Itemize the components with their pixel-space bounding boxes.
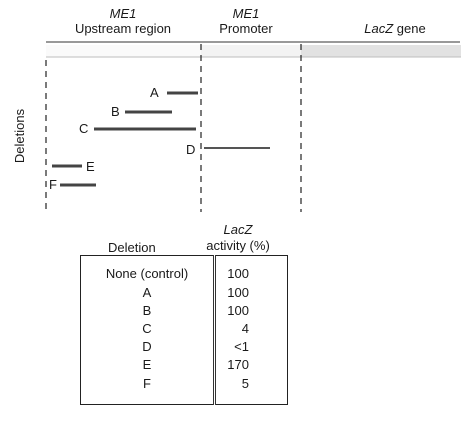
promoter-segment — [201, 45, 301, 57]
upstream-gene-label: ME1 — [109, 6, 137, 21]
deletion-cell: B — [80, 301, 216, 320]
lacz-gene-label: gene — [396, 21, 426, 36]
deletion-label-f: F — [49, 177, 57, 192]
deletion-label-a: A — [150, 85, 159, 100]
table-row: C 4 — [80, 319, 288, 338]
table-header-activity: LacZ activity (%) — [200, 222, 276, 254]
table-header-deletion: Deletion — [108, 240, 156, 255]
promoter-label: Promoter — [219, 21, 273, 36]
table-header-lacz: LacZ — [223, 222, 253, 237]
upstream-region-header: ME1 Upstream region — [48, 6, 198, 36]
deletion-label-b: B — [111, 104, 120, 119]
activity-cell: 100 — [227, 285, 249, 301]
deletion-cell: E — [80, 355, 216, 374]
table-row: F 5 — [80, 373, 288, 405]
deletion-label-e: E — [86, 159, 95, 174]
table-header-activity-pct: activity (%) — [206, 238, 270, 253]
activity-cell: 100 — [227, 266, 249, 282]
lacz-gene-header: LacZ gene — [330, 21, 460, 36]
promoter-gene-label: ME1 — [232, 6, 260, 21]
table-row: A 100 — [80, 283, 288, 302]
deletion-cell: A — [80, 283, 216, 302]
activity-cell: 100 — [227, 303, 249, 319]
table-row: None (control) 100 — [80, 255, 288, 284]
lacz-activity-table: None (control) 100 A 100 B 100 C 4 D <1 … — [80, 255, 288, 405]
deletion-cell: F — [80, 373, 216, 405]
lacz-gene-name: LacZ — [364, 21, 394, 36]
table-row: D <1 — [80, 337, 288, 356]
lacz-segment — [301, 45, 461, 57]
deletion-cell: None (control) — [80, 255, 216, 284]
deletion-label-c: C — [79, 121, 89, 136]
deletion-cell: C — [80, 319, 216, 338]
activity-cell: <1 — [234, 339, 249, 355]
upstream-region-label: Upstream region — [74, 21, 172, 36]
deletion-label-d: D — [186, 142, 196, 157]
activity-cell: 170 — [227, 357, 249, 373]
promoter-header: ME1 Promoter — [196, 6, 296, 36]
table-row: B 100 — [80, 301, 288, 320]
activity-cell: 4 — [241, 321, 249, 337]
activity-cell: 5 — [241, 376, 249, 392]
deletions-axis-label: Deletions — [12, 108, 27, 164]
table-row: E 170 — [80, 355, 288, 374]
upstream-segment — [46, 45, 201, 57]
deletion-cell: D — [80, 337, 216, 356]
